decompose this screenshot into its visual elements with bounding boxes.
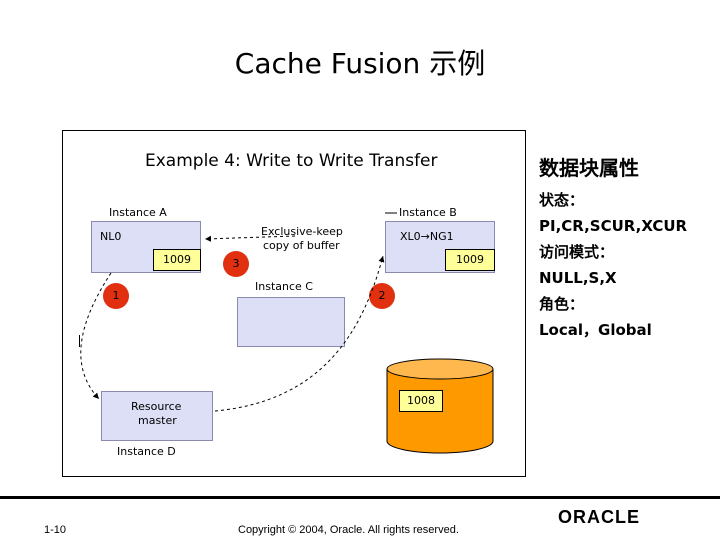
panel-line: NULL,S,X xyxy=(539,269,617,287)
footer-divider xyxy=(0,496,720,499)
resource-master-box: Resource master xyxy=(101,391,213,441)
step-3-badge: 3 xyxy=(223,251,249,277)
step-1-badge: 1 xyxy=(103,283,129,309)
diagram-arrows xyxy=(80,212,397,412)
instance-d-label: Instance D xyxy=(117,445,176,458)
panel-heading: 数据块属性 xyxy=(539,156,639,180)
panel-line: 访问模式： xyxy=(539,243,615,261)
oracle-logo: ORACLE xyxy=(558,507,640,527)
instance-b-block: 1009 xyxy=(445,249,495,271)
diagram-figure: Example 4: Write to Write Transfer Insta… xyxy=(62,130,526,477)
block-attributes-panel: 数据块属性 状态： PI,CR,SCUR,XCUR 访问模式： NULL,S,X… xyxy=(539,152,687,343)
resource-master-line-1: Resource xyxy=(131,400,182,413)
slide-title: Cache Fusion 示例 xyxy=(234,47,486,80)
instance-a-label: Instance A xyxy=(109,206,167,219)
instance-c-box xyxy=(237,297,345,347)
tick-mark xyxy=(79,335,80,347)
figure-title: Example 4: Write to Write Transfer xyxy=(145,151,438,171)
page-number: 1-10 xyxy=(44,524,67,536)
instance-b-label: Instance B xyxy=(399,206,457,219)
instance-a-block: 1009 xyxy=(153,249,201,271)
instance-a-mode: NL0 xyxy=(100,230,122,243)
instance-c-label: Instance C xyxy=(255,280,313,293)
panel-line: 状态： xyxy=(539,191,585,209)
panel-line: Local，Global xyxy=(539,321,652,339)
disk-block: 1008 xyxy=(399,390,443,412)
instance-b-box: XL0→NG1 xyxy=(385,221,495,273)
note-line-2: copy of buffer xyxy=(263,239,340,252)
panel-line: PI,CR,SCUR,XCUR xyxy=(539,217,688,235)
instance-b-mode: XL0→NG1 xyxy=(400,230,454,243)
resource-master-line-2: master xyxy=(138,414,177,427)
step-2-badge: 2 xyxy=(369,283,395,309)
copyright: Copyright © 2004, Oracle. All rights res… xyxy=(238,524,459,536)
note-line-1: Exclusive-keep xyxy=(261,225,343,238)
panel-line: 角色： xyxy=(539,295,585,313)
